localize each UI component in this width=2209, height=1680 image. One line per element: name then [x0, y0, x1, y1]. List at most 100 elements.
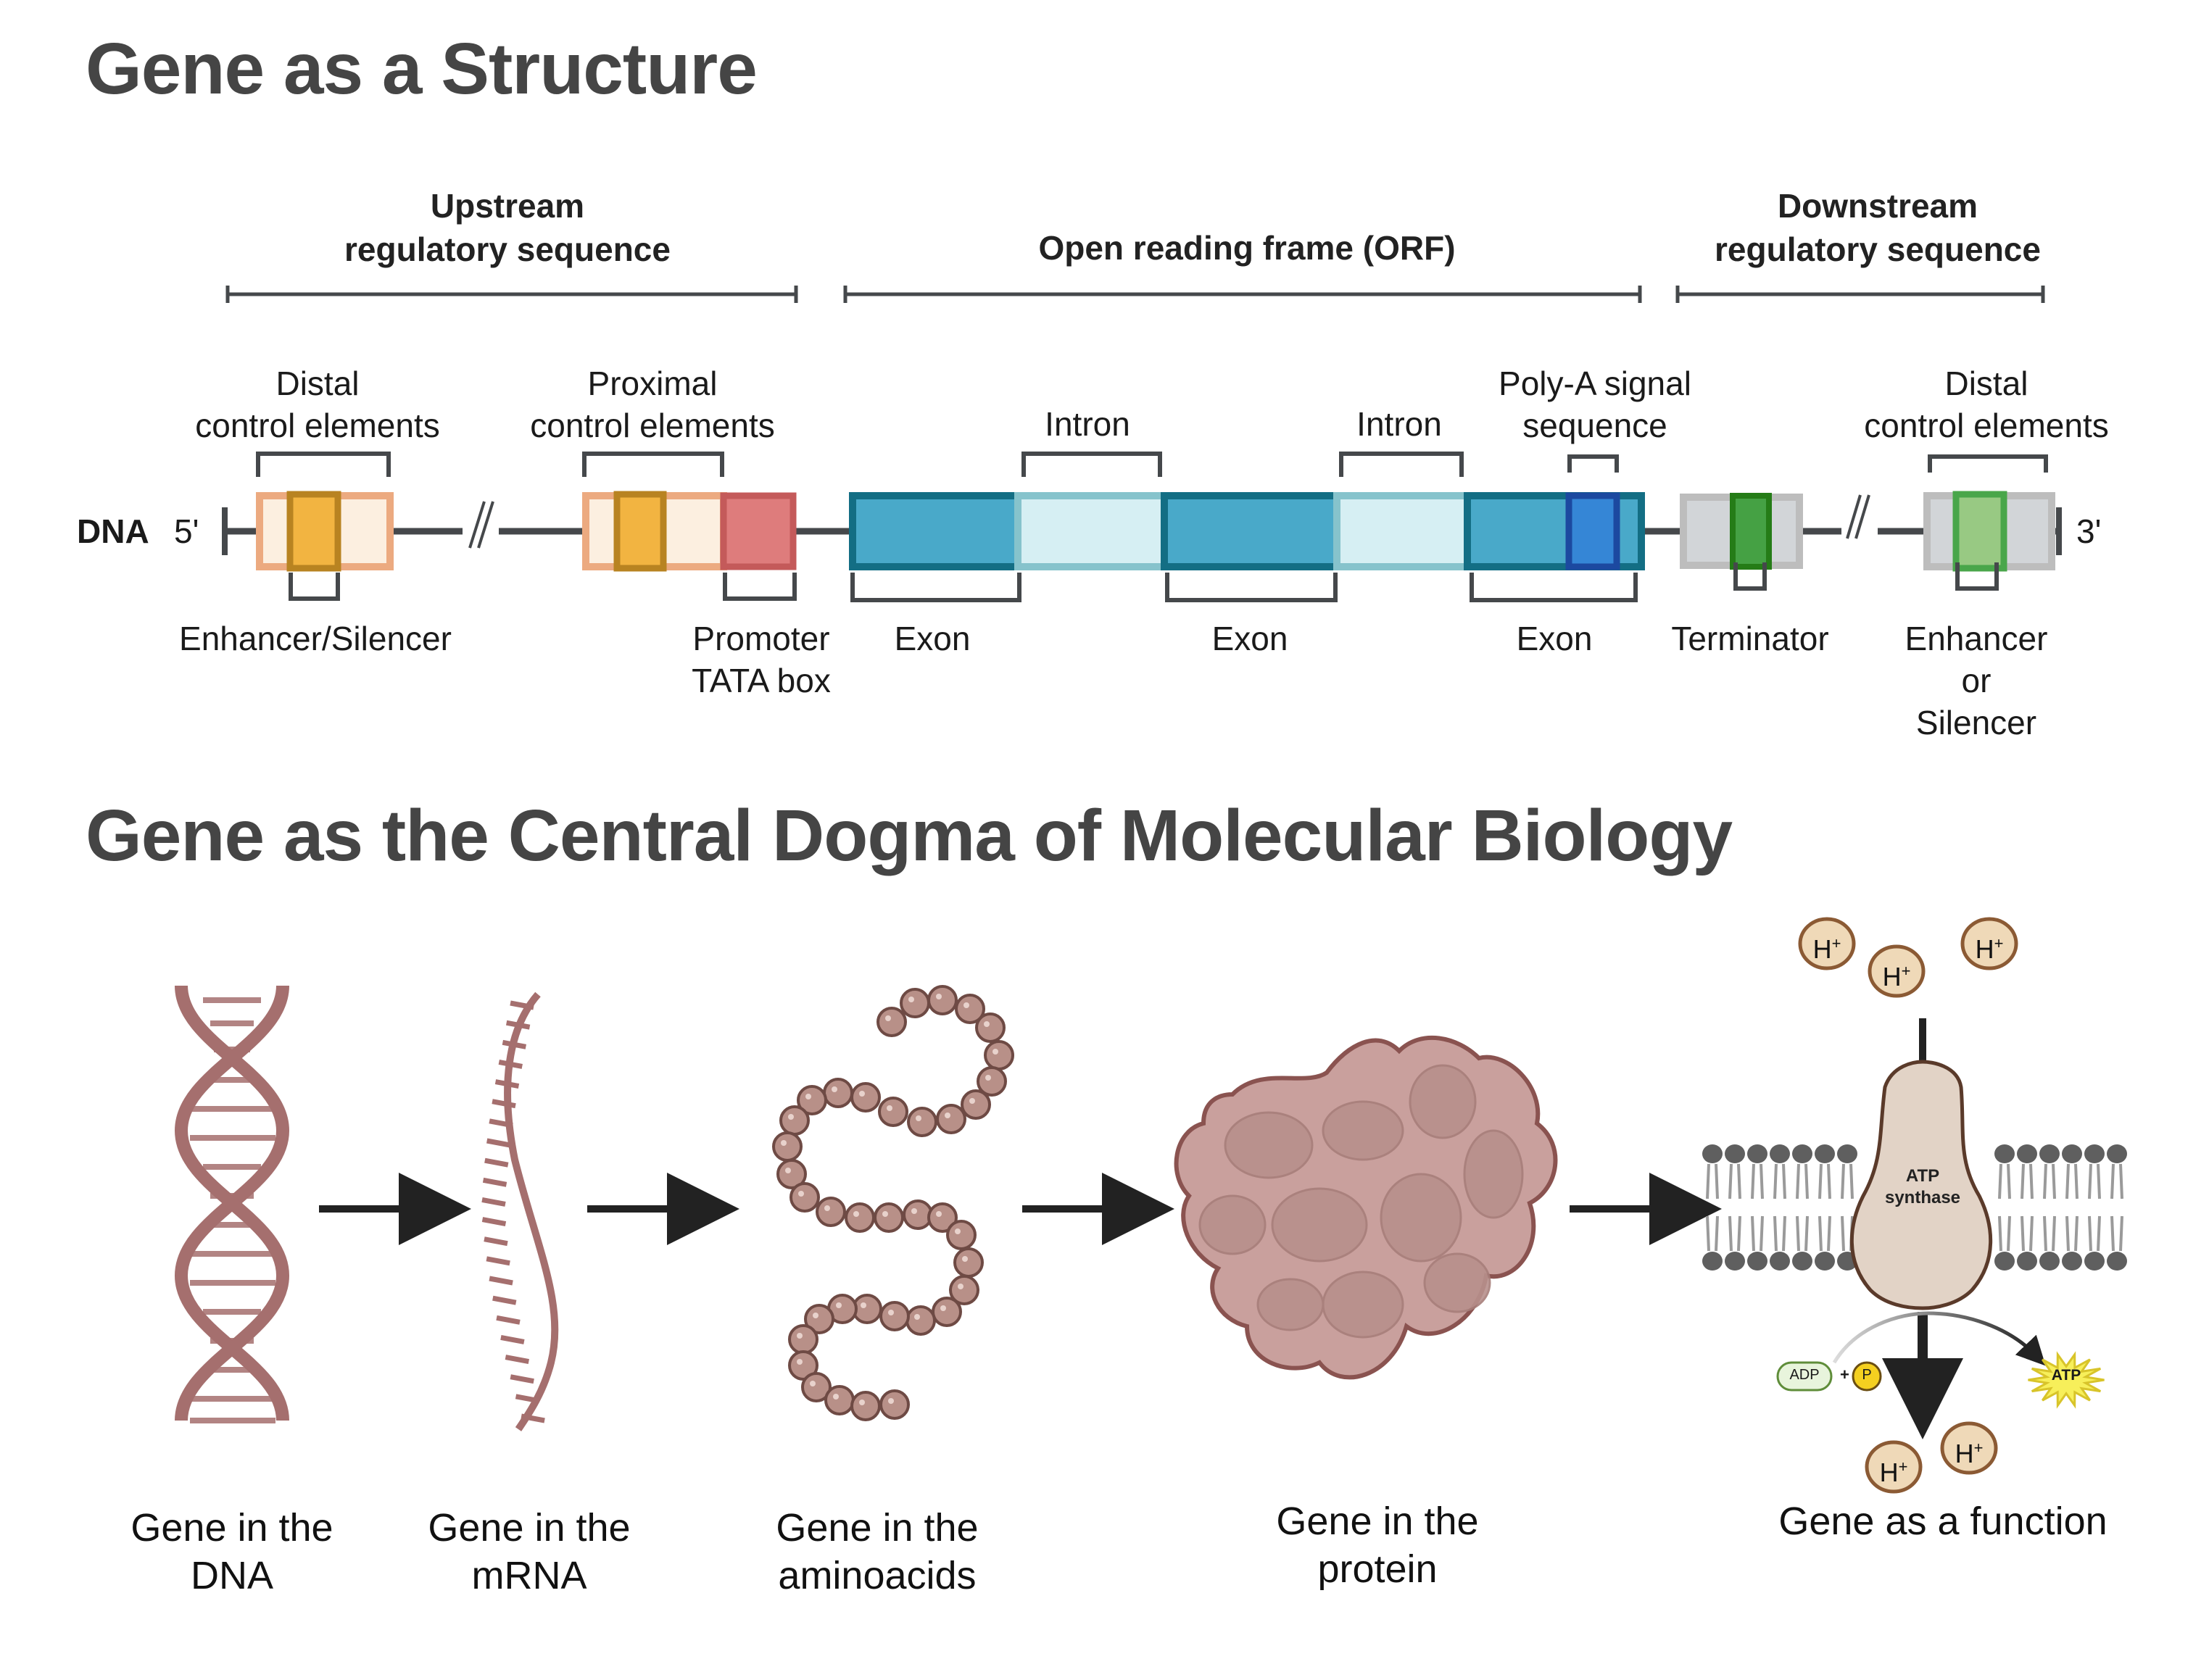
region-bracket-orf [843, 286, 1642, 303]
amino-acid-bead [788, 1350, 818, 1381]
amino-acid-bead [850, 1391, 881, 1421]
bracket-intron-1 [1021, 452, 1162, 477]
promoter-line2: TATA box [692, 662, 831, 699]
proton-charge: + [1898, 1457, 1908, 1476]
mrna-base [515, 1394, 540, 1404]
lipid-tail [1773, 1163, 1778, 1199]
amino-acid-bead [984, 1040, 1014, 1070]
lipid-tail [1796, 1163, 1800, 1199]
caption-gene-in-dna: Gene in the DNA [109, 1504, 355, 1600]
dna-helix-icon [174, 985, 290, 1423]
plus-sign: + [1840, 1365, 1849, 1384]
amino-acid-highlight [914, 1314, 920, 1320]
amino-acid-highlight [798, 1191, 804, 1197]
distal-control-element-right [1923, 491, 2055, 572]
lipid-tail [1751, 1215, 1755, 1252]
lipid-tail [2088, 1163, 2092, 1199]
amino-acid-bead [961, 1089, 991, 1120]
amino-acid-highlight [945, 1113, 950, 1118]
polya-line1: Poly-A signal [1499, 365, 1691, 402]
proton-label: H+ [1872, 1451, 1915, 1489]
upstream-line2: regulatory sequence [344, 230, 671, 268]
proton-symbol: H [1882, 962, 1902, 991]
bracket-enhancer-right [1955, 562, 1999, 591]
lipid-tail [1737, 1163, 1741, 1199]
amino-acid-highlight [887, 1105, 892, 1111]
lipid-tail [1782, 1163, 1786, 1199]
amino-acid-bead [932, 1297, 962, 1327]
mrna-base [482, 1177, 507, 1187]
amino-acid-bead [788, 1324, 818, 1355]
amino-acid-highlight [788, 1114, 794, 1120]
lipid-tail [1751, 1163, 1755, 1199]
amino-acid-bead [907, 1107, 937, 1137]
amino-acid-highlight [832, 1086, 837, 1092]
label-intron-2: Intron [1356, 405, 1442, 443]
adp-label: ADP [1789, 1367, 1820, 1383]
amino-acid-bead [776, 1159, 807, 1189]
lipid-tail [1804, 1215, 1809, 1252]
section2-title: Gene as the Central Dogma of Molecular B… [86, 795, 1733, 876]
exon-1 [849, 492, 1021, 570]
distal-control-element-left [256, 491, 394, 572]
label-promoter-tata: Promoter TATA box [667, 617, 855, 702]
top-brackets [256, 452, 2048, 477]
lipid-tail [1849, 1215, 1854, 1252]
amino-acid-bead [804, 1304, 834, 1334]
amino-acid-highlight [969, 1098, 975, 1104]
caption-gene-in-mrna: Gene in the mRNA [406, 1504, 652, 1600]
bracket-exon-1 [850, 573, 1021, 602]
amino-acid-bead [953, 1247, 984, 1278]
amino-acid-highlight [853, 1211, 859, 1217]
amino-acid-bead [824, 1385, 855, 1415]
atp-synthase-line1: ATP [1905, 1166, 1940, 1186]
mrna-base [510, 1374, 534, 1384]
mrna-base [486, 1256, 510, 1266]
lipid-head [1837, 1252, 1857, 1271]
proton-symbol: H [1955, 1439, 1974, 1468]
proton-label: H+ [1805, 928, 1849, 965]
lipid-tail [1715, 1163, 1719, 1199]
downstream-line2: regulatory sequence [1715, 230, 2041, 268]
atp-synthase-label: ATP synthase [1865, 1165, 1981, 1209]
amino-acid-highlight [785, 1168, 791, 1173]
enhancer-right-line3: Silencer [1915, 704, 2037, 741]
lipid-tail [1760, 1163, 1764, 1199]
mrna-base [484, 1157, 509, 1168]
upstream-line1: Upstream [430, 187, 585, 225]
mrna-base [496, 1315, 521, 1325]
lipid-tail [2110, 1215, 2115, 1252]
lipid-tail [1782, 1215, 1786, 1252]
amino-acid-highlight [805, 1094, 811, 1099]
label-enhancer-silencer-left: Enhancer/Silencer [179, 620, 452, 657]
terminator-element [1680, 493, 1803, 570]
mrna-base [505, 1020, 531, 1030]
proximal-line2: control elements [530, 407, 775, 444]
amino-acid-bead [850, 1082, 881, 1113]
lipid-tail [1728, 1215, 1733, 1252]
amino-acid-bead [772, 1131, 803, 1162]
lipid-tail [2021, 1215, 2025, 1252]
caption-gene-in-protein: Gene in the protein [1254, 1497, 1501, 1593]
mrna-base [502, 1039, 527, 1049]
mrna-base [494, 1079, 520, 1089]
amino-acid-highlight [836, 1302, 842, 1308]
mrna-base [521, 1413, 545, 1423]
lipid-tail [1827, 1215, 1831, 1252]
dna-label: DNA [77, 512, 149, 550]
lipid-head [1792, 1252, 1812, 1271]
promoter-tata-box [720, 492, 797, 570]
enhancer-right-line2: or [1961, 662, 1992, 699]
amino-acid-bead [801, 1372, 832, 1402]
mrna-base [492, 1099, 516, 1109]
lipid-head [1702, 1144, 1723, 1163]
mrna-base [489, 1276, 513, 1286]
amino-acid-bead [946, 1220, 977, 1250]
caption-mrna-line1: Gene in the [428, 1506, 631, 1550]
lipid-head [2039, 1144, 2060, 1163]
intron-1 [1014, 492, 1168, 570]
lipid-tail [2065, 1163, 2070, 1199]
lipid-tail [1818, 1163, 1823, 1199]
amino-acid-bead [874, 1202, 904, 1233]
five-prime-label: 5' [174, 512, 199, 550]
